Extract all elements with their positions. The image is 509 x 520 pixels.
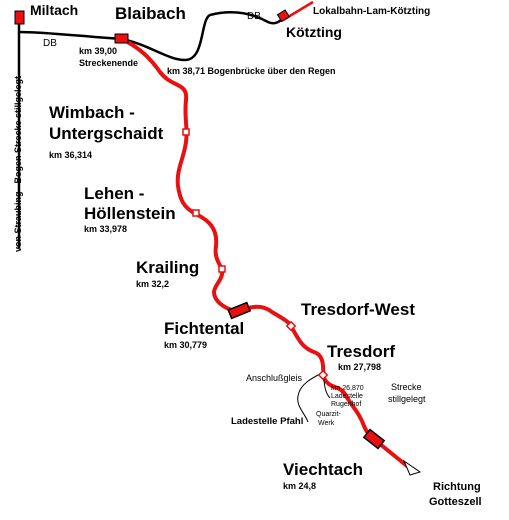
label-left-vertical: von Straubing - Bogen Strecke stillgeleg… bbox=[13, 75, 23, 252]
station-blaibach bbox=[114, 33, 129, 44]
label-rugenhof-ladestelle: Ladestelle bbox=[331, 393, 363, 400]
label-blaibach: Blaibach bbox=[115, 4, 186, 23]
label-krailing-km: km 32,2 bbox=[136, 279, 170, 289]
label-quarzit: Quarzit- bbox=[316, 411, 341, 418]
label-tresdorf-west: Tresdorf-West bbox=[301, 300, 415, 319]
label-tresdorf: Tresdorf bbox=[327, 342, 396, 361]
label-koetzting: Kötzting bbox=[286, 24, 342, 40]
label-wimbach-km: km 36,314 bbox=[49, 150, 93, 160]
label-ladestelle-pfahl: Ladestelle Pfahl bbox=[231, 416, 304, 427]
label-strecke: Strecke bbox=[391, 382, 422, 392]
label-db-right: DB bbox=[247, 11, 261, 22]
stop-tresdorf-west bbox=[285, 320, 297, 332]
label-blaibach-km: km 39,00 bbox=[79, 46, 118, 56]
db-line-blaibach-koetzting bbox=[121, 11, 289, 62]
label-gotteszell: Gotteszell bbox=[429, 496, 482, 508]
route-blaibach-viechtach bbox=[121, 37, 414, 472]
label-lehen-1: Lehen - bbox=[84, 184, 145, 203]
db-line-miltach-blaibach bbox=[18, 30, 123, 41]
label-fichtental: Fichtental bbox=[164, 319, 245, 338]
label-tresdorf-km: km 27,798 bbox=[338, 362, 382, 372]
anschlussgleis-line bbox=[297, 372, 323, 423]
label-werk: Werk bbox=[318, 420, 335, 427]
station-fichtental bbox=[227, 301, 252, 320]
label-anschlussgleis: Anschlußgleis bbox=[246, 373, 303, 383]
label-lehen-2: Höllenstein bbox=[84, 204, 176, 223]
rugenhof-branch-line bbox=[323, 377, 331, 399]
stop-tresdorf bbox=[317, 369, 329, 381]
label-wimbach-2: Untergschaidt bbox=[49, 124, 164, 143]
station-viechtach bbox=[362, 428, 386, 450]
label-viechtach: Viechtach bbox=[283, 460, 364, 479]
label-streckenende: Streckenende bbox=[79, 58, 139, 68]
station-miltach bbox=[14, 10, 25, 25]
label-wimbach-1: Wimbach - bbox=[49, 103, 135, 122]
station-koetzting bbox=[276, 9, 291, 23]
label-bogenbruecke: km 38,71 Bogenbrücke über den Regen bbox=[167, 66, 336, 76]
label-db-left: DB bbox=[43, 38, 57, 49]
label-rugenhof-name: Rugenhof bbox=[331, 401, 362, 408]
label-miltach: Miltach bbox=[30, 2, 79, 18]
label-rugenhof-km: km 26,870 bbox=[331, 385, 364, 392]
label-lehen-km: km 33,978 bbox=[84, 224, 128, 234]
stop-wimbach bbox=[182, 128, 190, 136]
label-stillgelegt: stillgelegt bbox=[388, 394, 426, 404]
stop-lehen bbox=[192, 209, 200, 217]
label-viechtach-km: km 24,8 bbox=[283, 481, 317, 491]
stop-krailing bbox=[218, 265, 226, 273]
label-fichtental-km: km 30,779 bbox=[164, 340, 208, 350]
label-lokalbahn: Lokalbahn-Lam-Kötzting bbox=[313, 6, 431, 17]
label-krailing: Krailing bbox=[136, 258, 200, 277]
direction-arrow-icon bbox=[402, 459, 422, 476]
label-richtung: Richtung bbox=[433, 481, 481, 493]
